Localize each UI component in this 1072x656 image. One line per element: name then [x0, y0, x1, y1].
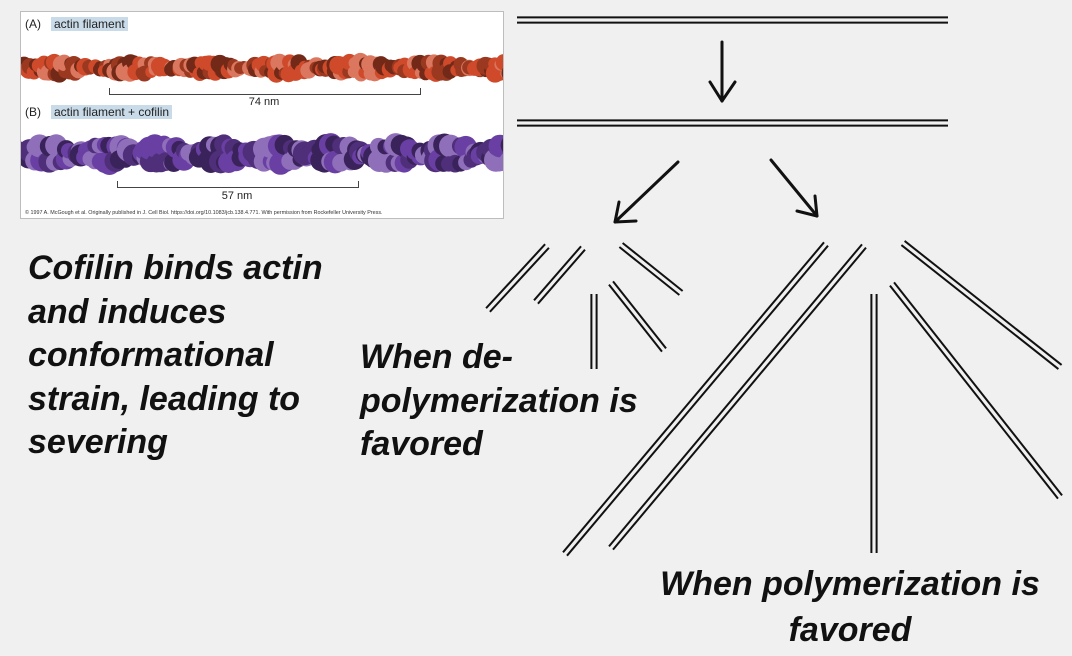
filament-segment — [889, 281, 1063, 500]
panel-b-letter: (B) — [25, 105, 41, 119]
filament-segment — [608, 280, 667, 353]
polymerization-text: When polymerization is favored — [660, 565, 1040, 649]
panel-a-letter: (A) — [25, 17, 41, 31]
figure-credit: © 1997 A. McGough et al. Originally publ… — [25, 210, 383, 216]
filament-segment — [608, 243, 867, 551]
filament-segment — [533, 245, 586, 305]
actin-micrograph-figure: (A) actin filament 74 nm (B) actin filam… — [20, 11, 504, 219]
filament-segment — [618, 242, 684, 296]
depolymerization-text: When de-polymerization is favored — [360, 338, 638, 463]
filament-segment — [590, 294, 598, 369]
scale-label-74: 74 nm — [248, 96, 280, 108]
cofilin-severing-text: Cofilin binds actin and induces conforma… — [28, 249, 323, 461]
filament-segment — [485, 243, 550, 313]
actin-cofilin-filament-image — [21, 133, 503, 176]
panel-a-label: actin filament — [51, 17, 128, 31]
filament-segment — [900, 240, 1063, 370]
panel-b-header: (B) actin filament + cofilin — [25, 105, 173, 119]
filament-segment — [517, 16, 948, 24]
arrow-down-icon — [708, 40, 737, 103]
filament-segment — [870, 294, 878, 553]
filament-segment — [517, 119, 948, 127]
scale-bar-57 — [117, 181, 359, 188]
filament-segment — [562, 241, 829, 557]
scale-label-57: 57 nm — [221, 190, 253, 202]
arrow-down-right-icon — [769, 158, 819, 218]
panel-b-label: actin filament + cofilin — [51, 105, 173, 119]
filament-lines — [485, 16, 1063, 557]
actin-filament-image — [21, 52, 503, 83]
panel-a-header: (A) actin filament — [25, 17, 128, 31]
scale-bar-74 — [109, 88, 421, 95]
arrow-down-left-icon — [613, 160, 680, 224]
